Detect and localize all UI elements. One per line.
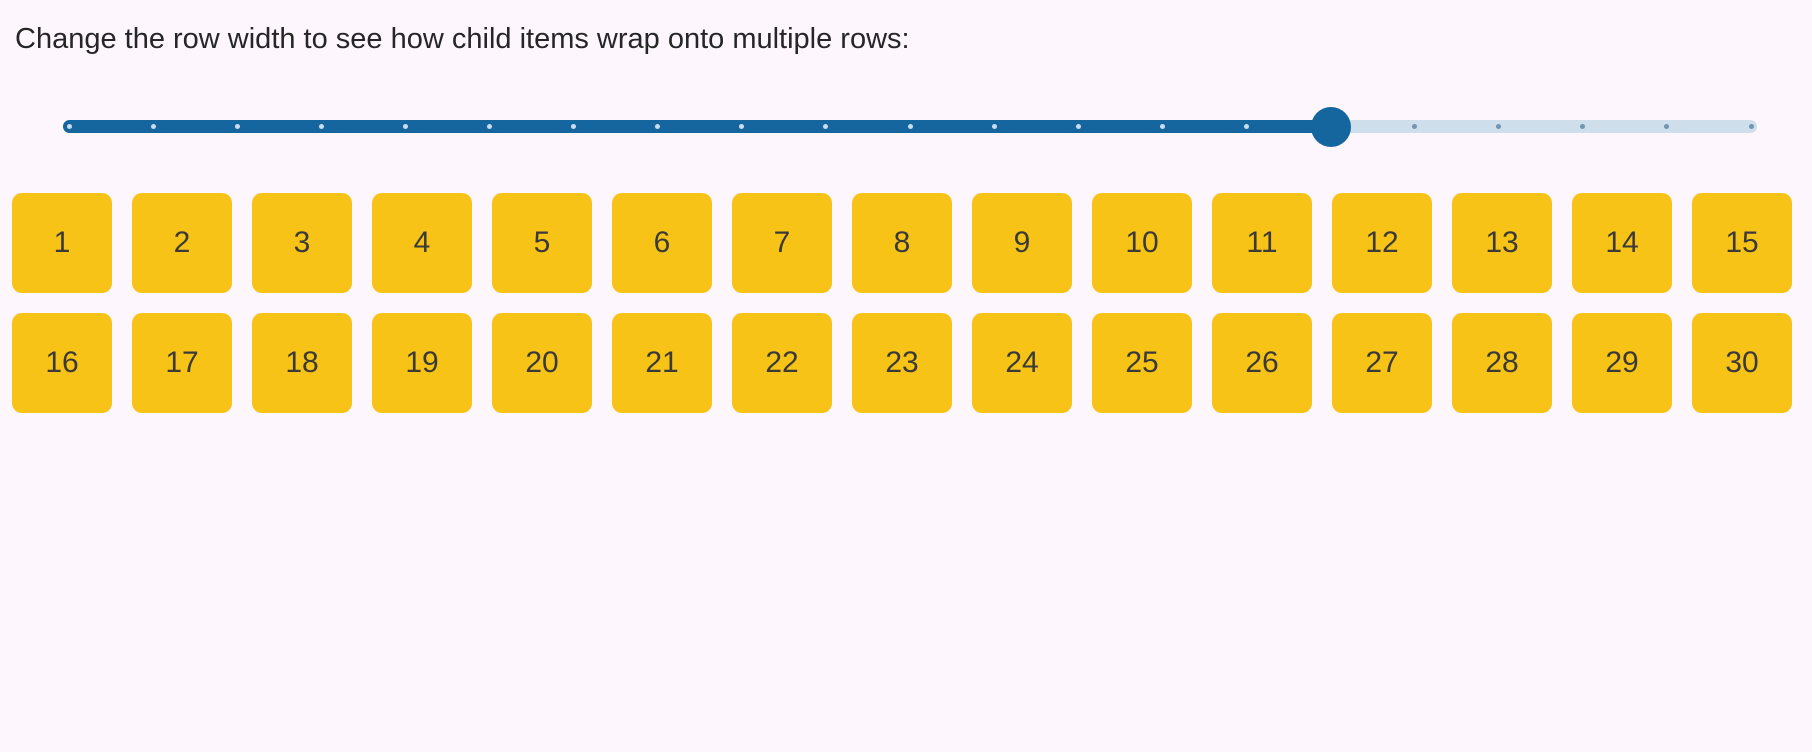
wrap-grid-item: 3 bbox=[252, 193, 352, 293]
wrap-grid-item: 21 bbox=[612, 313, 712, 413]
slider-thumb[interactable] bbox=[1310, 106, 1351, 147]
wrap-grid-item: 12 bbox=[1332, 193, 1432, 293]
slider-tick bbox=[402, 124, 408, 129]
wrap-grid-item: 23 bbox=[852, 313, 952, 413]
wrap-grid-item: 27 bbox=[1332, 313, 1432, 413]
wrap-grid-item: 2 bbox=[132, 193, 232, 293]
wrap-grid-item: 18 bbox=[252, 313, 352, 413]
slider-tick bbox=[823, 124, 829, 129]
slider-tick bbox=[907, 124, 913, 129]
slider-tick bbox=[66, 124, 72, 129]
slider-tick bbox=[1580, 124, 1586, 129]
slider-tick bbox=[1075, 124, 1081, 129]
wrap-grid-item: 8 bbox=[852, 193, 952, 293]
slider-tick bbox=[739, 124, 745, 129]
wrap-grid-item: 1 bbox=[12, 193, 112, 293]
wrap-grid-item: 7 bbox=[732, 193, 832, 293]
slider-tick bbox=[1664, 124, 1670, 129]
wrap-grid-item: 30 bbox=[1692, 313, 1792, 413]
slider-tick bbox=[1243, 124, 1249, 129]
slider-tick bbox=[234, 124, 240, 129]
wrap-grid-item: 16 bbox=[12, 313, 112, 413]
slider-tick bbox=[1159, 124, 1165, 129]
wrap-grid-item: 24 bbox=[972, 313, 1072, 413]
wrap-grid-item: 5 bbox=[492, 193, 592, 293]
slider-fill bbox=[63, 120, 1331, 133]
wrap-grid-item: 9 bbox=[972, 193, 1072, 293]
slider-tick bbox=[318, 124, 324, 129]
slider-tick bbox=[571, 124, 577, 129]
wrap-grid-item: 25 bbox=[1092, 313, 1192, 413]
wrap-grid-item: 6 bbox=[612, 193, 712, 293]
row-width-slider[interactable] bbox=[63, 106, 1757, 147]
slider-tick bbox=[1748, 124, 1754, 129]
wrap-grid-item: 4 bbox=[372, 193, 472, 293]
wrap-grid-item: 20 bbox=[492, 313, 592, 413]
wrap-grid-item: 29 bbox=[1572, 313, 1672, 413]
wrap-grid-item: 10 bbox=[1092, 193, 1192, 293]
wrap-grid-item: 15 bbox=[1692, 193, 1792, 293]
wrap-grid-item: 14 bbox=[1572, 193, 1672, 293]
slider-tick bbox=[991, 124, 997, 129]
slider-tick bbox=[1412, 124, 1418, 129]
slider-tick bbox=[1496, 124, 1502, 129]
slider-tick bbox=[150, 124, 156, 129]
wrap-grid-item: 17 bbox=[132, 313, 232, 413]
instruction-text: Change the row width to see how child it… bbox=[15, 23, 910, 55]
slider-tick bbox=[487, 124, 492, 129]
wrap-grid-item: 28 bbox=[1452, 313, 1552, 413]
wrap-grid-item: 19 bbox=[372, 313, 472, 413]
slider-tick bbox=[655, 124, 661, 129]
wrap-grid-item: 26 bbox=[1212, 313, 1312, 413]
wrap-grid-item: 11 bbox=[1212, 193, 1312, 293]
wrap-grid-item: 13 bbox=[1452, 193, 1552, 293]
wrap-grid-item: 22 bbox=[732, 313, 832, 413]
